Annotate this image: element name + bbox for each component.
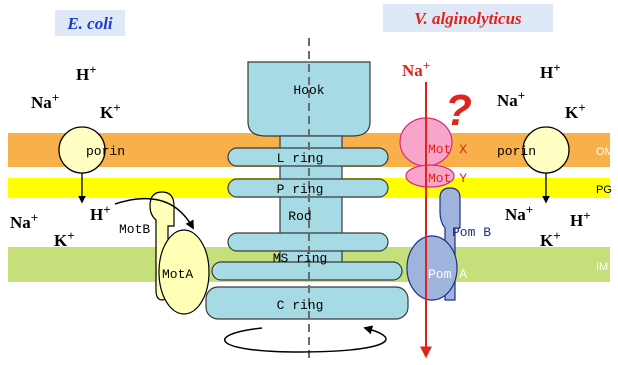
mota-shape: [158, 229, 210, 315]
ms-ring-label: MS ring: [273, 251, 328, 266]
svg-text:porin: porin: [86, 144, 125, 159]
motx-label: Mot X: [428, 142, 467, 157]
c-ring-shape: [205, 286, 409, 320]
question-mark: ?: [445, 86, 472, 135]
svg-text:K+: K+: [100, 100, 121, 122]
svg-text:K+: K+: [54, 228, 75, 250]
rod-label: Rod: [288, 209, 311, 224]
ecoli-top-ions: H+ Na+ K+: [31, 62, 121, 122]
moty-shape: [405, 164, 455, 188]
ms-ring-lower-shape: [211, 261, 403, 281]
svg-text:Na+: Na+: [505, 202, 533, 224]
sodium-label: Na+: [402, 58, 430, 80]
im-label: IM: [596, 261, 608, 273]
ecoli-bottom-ions: Na+ H+ K+: [10, 202, 111, 250]
l-ring-label: L ring: [277, 151, 324, 166]
om-label: OM: [596, 146, 614, 158]
motb-label: MotB: [119, 222, 150, 237]
svg-text:Na+: Na+: [497, 88, 525, 110]
svg-text:H+: H+: [90, 202, 111, 224]
svg-text:K+: K+: [540, 228, 561, 250]
svg-text:V. alginolyticus: V. alginolyticus: [414, 9, 522, 28]
svg-text:H+: H+: [76, 62, 97, 84]
svg-text:porin: porin: [497, 144, 536, 159]
pg-label: PG: [596, 184, 612, 196]
rotation-arrow: [224, 325, 387, 353]
flagellar-motor: [205, 61, 409, 320]
vibrio-porin: porin: [497, 126, 570, 174]
ecoli-ion-flow-arrow: [114, 197, 194, 230]
vibrio-bottom-ions: Na+ H+ K+: [505, 202, 591, 250]
pomb-label: Pom B: [452, 225, 491, 240]
hook-label: Hook: [293, 83, 324, 98]
svg-text:E. coli: E. coli: [66, 14, 113, 33]
c-ring-label: C ring: [277, 298, 324, 313]
svg-text:K+: K+: [565, 100, 586, 122]
svg-text:H+: H+: [540, 60, 561, 82]
svg-text:Na+: Na+: [10, 210, 38, 232]
poma-label: Pom A: [428, 267, 467, 282]
species-label-vibrio: V. alginolyticus: [383, 4, 553, 32]
poma-shape: [406, 235, 458, 301]
mota-label: MotA: [162, 267, 193, 282]
svg-text:Na+: Na+: [31, 90, 59, 112]
p-ring-label: P ring: [277, 182, 324, 197]
hook-shape: [247, 61, 371, 137]
ecoli-porin: porin: [58, 126, 125, 174]
species-label-ecoli: E. coli: [55, 10, 125, 36]
moty-label: Mot Y: [428, 171, 467, 186]
vibrio-top-ions: H+ Na+ K+: [497, 60, 586, 122]
svg-text:H+: H+: [570, 208, 591, 230]
